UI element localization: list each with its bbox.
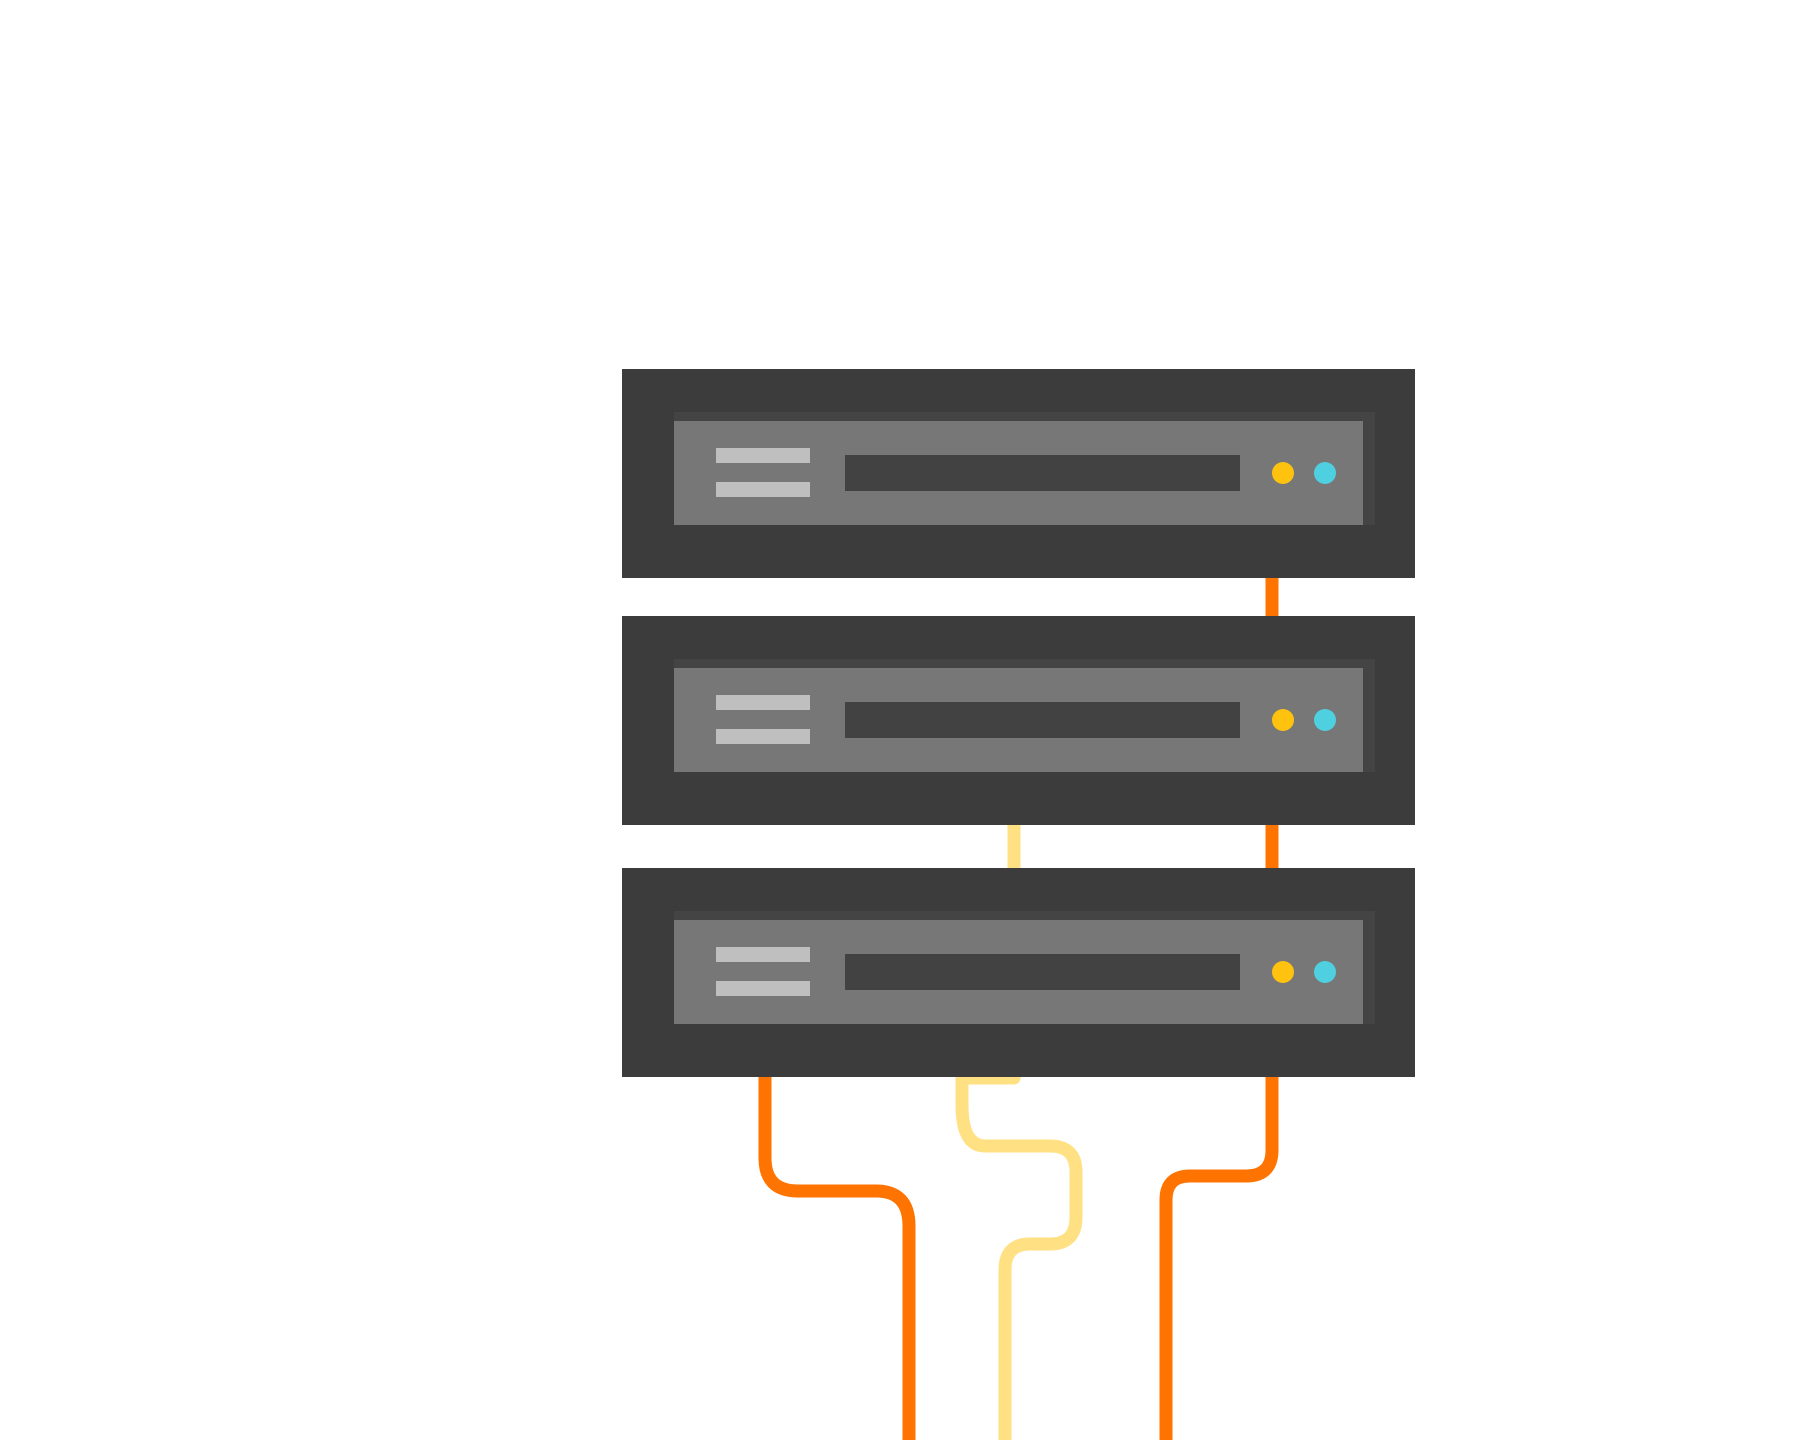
drive-slot	[845, 702, 1240, 738]
status-led-cyan	[1314, 709, 1336, 731]
drive-slot	[845, 455, 1240, 491]
server-unit-3	[622, 868, 1415, 1077]
cable-orange-right	[1159, 560, 1279, 1440]
vent-bar	[716, 448, 810, 463]
vent-bar	[716, 981, 810, 996]
status-led-amber	[1272, 709, 1294, 731]
status-led-cyan	[1314, 462, 1336, 484]
vent-bar	[716, 947, 810, 962]
status-led-cyan	[1314, 961, 1336, 983]
cables	[758, 560, 1279, 1440]
cable-orange-left	[758, 1050, 916, 1440]
server-unit-2	[622, 616, 1415, 825]
status-led-amber	[1272, 961, 1294, 983]
cable-yellow-middle	[955, 820, 1083, 1440]
vent-bar	[716, 729, 810, 744]
vent-bar	[716, 695, 810, 710]
vent-bar	[716, 482, 810, 497]
drive-slot	[845, 954, 1240, 990]
status-led-amber	[1272, 462, 1294, 484]
server-unit-1	[622, 369, 1415, 578]
